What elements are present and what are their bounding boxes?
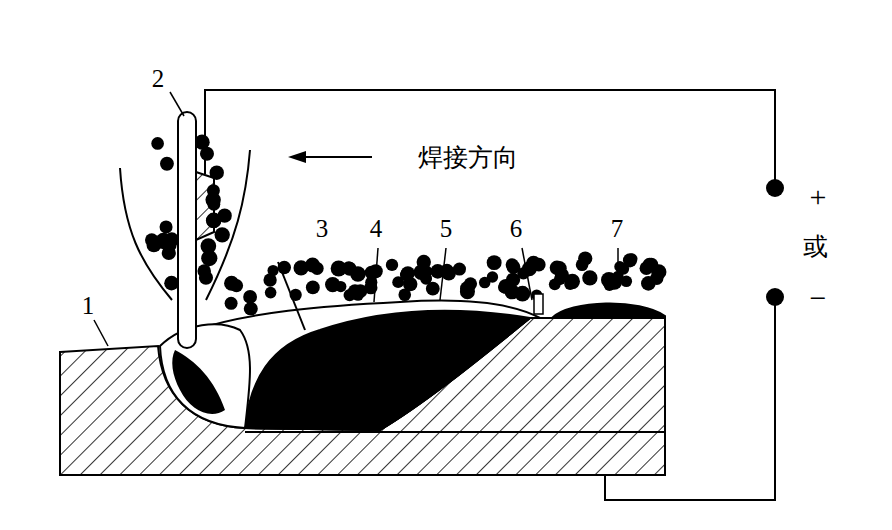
flux-granule — [506, 258, 519, 271]
callout-number: 7 — [611, 216, 624, 241]
leader-line — [440, 248, 446, 300]
flux-granule — [392, 276, 404, 288]
flux-granule — [578, 251, 592, 265]
flux-granule — [160, 220, 173, 233]
leader-line — [94, 320, 108, 346]
flux-granule — [294, 260, 309, 275]
flux-granule — [263, 273, 276, 286]
flux-granule — [214, 227, 229, 242]
flux-granule — [614, 261, 625, 272]
flux-granule — [265, 287, 277, 299]
flux-granule — [230, 279, 243, 292]
callout-number: 2 — [152, 66, 165, 91]
flux-granule — [201, 250, 217, 266]
flux-granule — [244, 302, 257, 315]
flux-granule — [532, 258, 546, 272]
flux-granule — [401, 266, 415, 280]
terminal — [766, 179, 784, 197]
flux-granule — [245, 302, 258, 315]
callout-number: 3 — [316, 216, 329, 241]
flux-granule — [160, 157, 174, 171]
flux-granule — [582, 270, 597, 285]
polarity-sign: + — [810, 182, 827, 212]
flux-granule — [164, 276, 179, 291]
flux-granule — [386, 259, 398, 271]
power-wire — [605, 305, 775, 500]
contact-tip — [196, 172, 214, 240]
flux-granule — [243, 290, 257, 304]
flux-granule — [642, 258, 657, 273]
leader-line — [374, 248, 378, 302]
flux-granule — [225, 297, 238, 310]
flux-granule — [460, 284, 475, 299]
flux-granule — [164, 232, 178, 246]
callout-number: 1 — [82, 293, 95, 318]
flux-granule — [197, 264, 211, 278]
flux-granule — [487, 271, 498, 282]
leader-marker — [534, 294, 543, 314]
flux-granule — [650, 272, 663, 285]
direction-arrow — [300, 156, 372, 158]
polarity-sign: − — [810, 283, 827, 313]
electrode-wire — [178, 112, 196, 348]
leader-line — [522, 248, 532, 300]
callout-number: 4 — [370, 216, 383, 241]
callout-number: 6 — [510, 216, 523, 241]
backing-line — [245, 431, 665, 433]
flux-granules — [145, 135, 666, 316]
flux-granule — [335, 281, 346, 292]
flux-granule — [612, 271, 623, 282]
flux-granule — [419, 265, 433, 279]
flux-granule — [350, 266, 366, 282]
flux-granule — [352, 289, 364, 301]
droplets — [172, 350, 225, 414]
flux-granule — [498, 281, 510, 293]
flux-granule — [487, 255, 502, 270]
callout-number: 5 — [440, 216, 453, 241]
leader-line — [617, 248, 619, 262]
flux-granule — [453, 262, 466, 275]
direction-arrowhead — [288, 151, 306, 163]
leader-line — [278, 262, 305, 330]
flux-granule — [604, 279, 616, 291]
direction-label: 焊接方向 — [418, 145, 518, 170]
polarity-note: 或 — [803, 234, 828, 259]
weld-bead — [245, 311, 530, 430]
power-wire — [205, 90, 775, 180]
flux-granule — [626, 253, 637, 264]
flux-granule — [554, 273, 566, 285]
flux-heap — [552, 303, 665, 318]
flux-hopper — [120, 168, 172, 300]
flux-granule — [147, 238, 162, 253]
leader-line — [170, 92, 184, 116]
flux-granule — [306, 280, 320, 294]
terminal — [766, 288, 784, 306]
arc-cavity — [160, 324, 250, 428]
flux-granule — [151, 137, 164, 150]
